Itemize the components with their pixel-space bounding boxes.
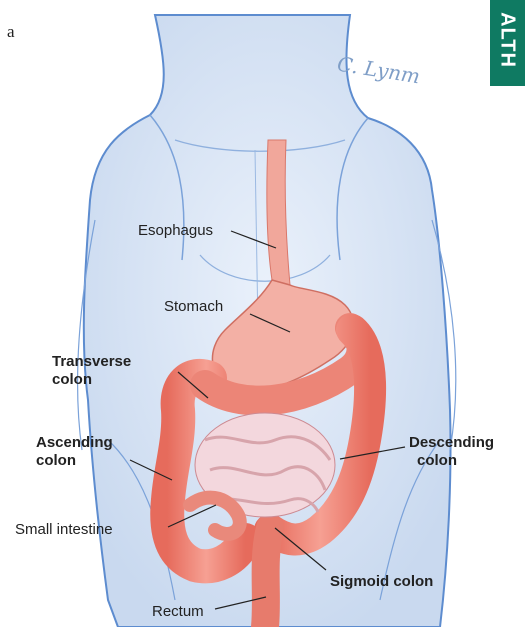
label-transverse-colon: Transverse colon — [52, 353, 131, 389]
label-descending-colon: Descending colon — [409, 434, 494, 470]
label-transverse-line1: Transverse — [52, 353, 131, 371]
label-ascending-line2: colon — [36, 452, 113, 470]
label-esophagus: Esophagus — [138, 222, 213, 240]
section-tab-label: ALTH — [496, 12, 519, 68]
label-descending-line1: Descending — [409, 434, 494, 452]
panel-letter: a — [7, 22, 15, 42]
label-small-intestine: Small intestine — [15, 521, 113, 539]
label-ascending-colon: Ascending colon — [36, 434, 113, 470]
label-rectum: Rectum — [152, 603, 204, 621]
label-stomach: Stomach — [164, 298, 223, 316]
label-ascending-line1: Ascending — [36, 434, 113, 452]
label-transverse-line2: colon — [52, 371, 131, 389]
label-descending-line2: colon — [409, 452, 494, 470]
section-tab: ALTH — [490, 0, 525, 86]
label-sigmoid-colon: Sigmoid colon — [330, 573, 433, 591]
